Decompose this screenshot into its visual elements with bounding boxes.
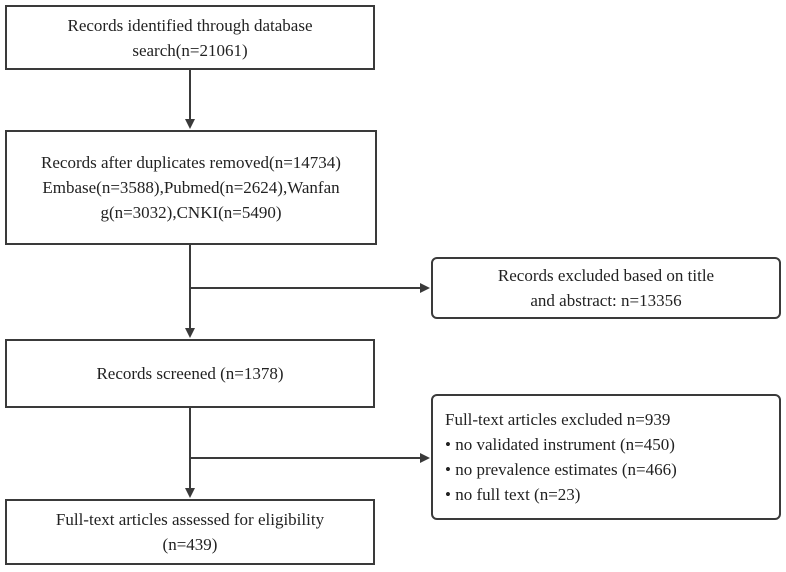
box-records-screened: Records screened (n=1378) xyxy=(5,339,375,408)
box-fulltext-assessed-eligibility: Full-text articles assessed for eligibil… xyxy=(5,499,375,565)
box-text-line: Embase(n=3588),Pubmed(n=2624),Wanfan xyxy=(42,178,340,197)
box-fulltext-articles-excluded: Full-text articles excluded n=939 • no v… xyxy=(431,394,781,520)
box-text-line: Records screened (n=1378) xyxy=(96,364,284,383)
box-records-excluded-title-abstract: Records excluded based on title and abst… xyxy=(431,257,781,319)
box-text-line: • no prevalence estimates (n=466) xyxy=(445,460,677,479)
box-text-line: Full-text articles assessed for eligibil… xyxy=(55,510,325,529)
box-records-identified: Records identified through database sear… xyxy=(5,5,375,70)
box-text-line: • no validated instrument (n=450) xyxy=(445,435,675,454)
box-text-line: Full-text articles excluded n=939 xyxy=(445,410,671,429)
box-text-line: Records after duplicates removed(n=14734… xyxy=(41,153,341,172)
box-records-after-duplicates: Records after duplicates removed(n=14734… xyxy=(5,130,377,245)
box-text-line: and abstract: n=13356 xyxy=(530,291,682,310)
box-text-line: g(n=3032),CNKI(n=5490) xyxy=(100,203,282,222)
box-text-line: Records excluded based on title xyxy=(497,266,715,285)
box-text-line: search(n=21061) xyxy=(132,40,248,60)
box-text-line: • no full text (n=23) xyxy=(445,485,581,504)
box-text-line: Records identified through database xyxy=(67,15,313,35)
box-text-line: (n=439) xyxy=(162,535,218,554)
